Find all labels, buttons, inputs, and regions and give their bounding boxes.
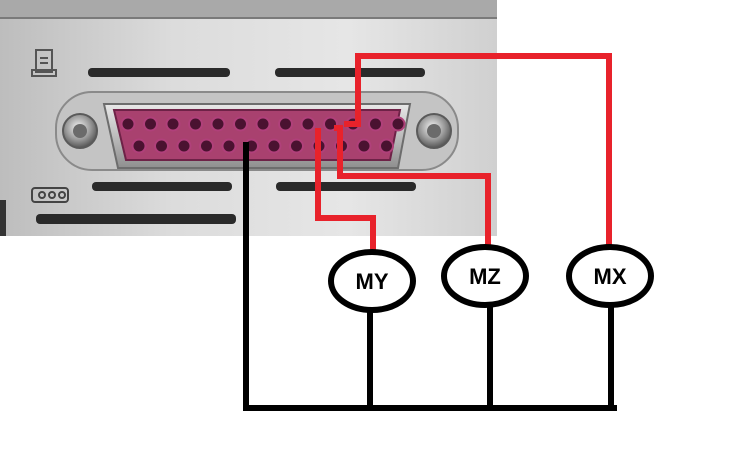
connector-pin bbox=[233, 116, 248, 132]
connector-pin bbox=[143, 116, 158, 132]
vent-slot bbox=[92, 182, 232, 191]
connector-pin bbox=[379, 138, 394, 154]
connector-pin bbox=[390, 116, 406, 132]
connector-pin bbox=[300, 116, 316, 132]
connector-pin bbox=[210, 116, 226, 132]
connector-pin bbox=[221, 138, 237, 154]
connector-pin bbox=[289, 138, 304, 154]
connector-pin bbox=[266, 138, 282, 154]
connector-pin bbox=[176, 138, 192, 154]
connector-pin bbox=[131, 138, 147, 154]
vent-slot bbox=[276, 182, 416, 191]
motor-mz-label: MZ bbox=[469, 264, 501, 289]
wire-my-signal bbox=[315, 128, 376, 250]
motor-mz: MZ bbox=[441, 244, 529, 308]
ground-wires bbox=[243, 142, 617, 411]
connector-pin bbox=[255, 116, 271, 132]
motor-my: MY bbox=[328, 249, 416, 313]
connector-pin bbox=[368, 116, 383, 132]
signal-wires bbox=[315, 53, 612, 250]
motor-mx: MX bbox=[566, 244, 654, 308]
motor-mx-label: MX bbox=[594, 264, 627, 289]
connector-pin bbox=[154, 138, 169, 154]
vent-slot bbox=[275, 68, 425, 77]
connector-pin bbox=[120, 116, 136, 132]
db25-connector bbox=[55, 91, 459, 171]
printer-icon bbox=[31, 49, 57, 77]
connector-pin bbox=[188, 116, 203, 132]
connector-pin bbox=[165, 116, 181, 132]
vent-slot bbox=[88, 68, 230, 77]
motor-my-label: MY bbox=[356, 269, 389, 294]
wire-mz-signal bbox=[334, 125, 491, 250]
connector-pin bbox=[356, 138, 372, 154]
connector-pin bbox=[323, 116, 338, 132]
wire-mx-signal bbox=[344, 53, 612, 250]
connector-pin bbox=[278, 116, 293, 132]
port-icon bbox=[31, 187, 69, 203]
vent-slot bbox=[36, 214, 236, 224]
connector-pin bbox=[199, 138, 214, 154]
